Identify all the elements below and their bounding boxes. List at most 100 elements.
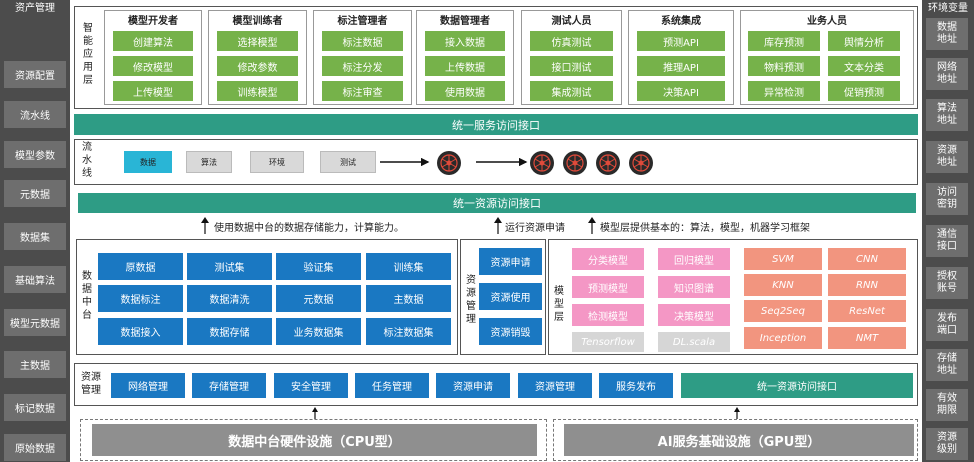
unified-resource-interface-bottom: 统一资源访问接口 [681, 373, 913, 398]
unified-service-interface: 统一服务访问接口 [74, 114, 918, 135]
role-action: 舆情分析 [828, 31, 900, 51]
data-center-item: 测试集 [187, 253, 272, 280]
cpu-infrastructure: 数据中台硬件设施（CPU型） [92, 424, 537, 456]
role-action: 预测API [637, 31, 725, 51]
role-action: 上传模型 [113, 81, 193, 101]
resource-mgmt-label: 资 源 管 理 [466, 275, 476, 325]
resource-row-item: 服务发布 [599, 373, 673, 398]
framework-item: DL.scala [658, 332, 730, 352]
asset-item: 数据集 [4, 223, 66, 250]
role-action: 标注数据 [322, 31, 403, 51]
pipeline-stage: 环境 [250, 151, 304, 173]
role-action: 促销预测 [828, 81, 900, 101]
role-action: 上传数据 [425, 56, 505, 76]
asset-item: 资源配置 [4, 61, 66, 88]
model-item: 决策模型 [658, 304, 730, 326]
env-variable-item: 发布 端口 [926, 309, 968, 341]
model-item: 知识图谱 [658, 276, 730, 298]
asset-item: 原始数据 [4, 434, 66, 461]
data-center-item: 数据存储 [187, 318, 272, 345]
algorithm-item: NMT [828, 327, 906, 349]
role-action: 文本分类 [828, 56, 900, 76]
resource-row-item: 网络管理 [111, 373, 185, 398]
data-center-item: 标注数据集 [366, 318, 451, 345]
role-title: 系统集成 [661, 16, 701, 27]
resource-mgmt-item: 资源申请 [479, 248, 542, 275]
neural-network-icon [563, 151, 587, 175]
data-center-item: 主数据 [366, 285, 451, 312]
up-arrow-icon [734, 407, 740, 419]
role-action: 使用数据 [425, 81, 505, 101]
role-action: 集成测试 [530, 81, 613, 101]
neural-network-icon [629, 151, 653, 175]
env-variable-item: 数据 地址 [926, 18, 968, 50]
resource-row-label: 资源 管理 [81, 372, 101, 396]
neural-network-icon [596, 151, 620, 175]
gpu-infra-frame [553, 419, 918, 461]
env-variable-item: 通信 接口 [926, 225, 968, 257]
data-center-item: 业务数据集 [276, 318, 361, 345]
role-title: 标注管理者 [337, 16, 388, 27]
unified-resource-interface: 统一资源访问接口 [78, 193, 916, 213]
model-item: 回归模型 [658, 248, 730, 270]
resource-row-item: 任务管理 [355, 373, 429, 398]
algorithm-item: Inception [744, 327, 822, 349]
asset-item: 基础算法 [4, 266, 66, 293]
env-variable-item: 算法 地址 [926, 99, 968, 131]
role-action: 修改模型 [113, 56, 193, 76]
resource-row-item: 资源申请 [436, 373, 510, 398]
note-data-center: 使用数据中台的数据存储能力，计算能力。 [214, 223, 404, 234]
env-variable-item: 网络 地址 [926, 58, 968, 90]
resource-row-item: 存储管理 [192, 373, 266, 398]
pipeline-stage: 算法 [186, 151, 232, 173]
data-center-item: 数据清洗 [187, 285, 272, 312]
model-item: 检测模型 [572, 304, 644, 326]
neural-network-icon [437, 151, 461, 175]
cpu-infra-frame [80, 419, 547, 461]
env-variable-item: 授权 账号 [926, 267, 968, 299]
algorithm-item: Seq2Seq [744, 300, 822, 322]
role-action: 选择模型 [217, 31, 298, 51]
algorithm-item: ResNet [828, 300, 906, 322]
role-action: 接入数据 [425, 31, 505, 51]
role-action: 异常检测 [748, 81, 820, 101]
role-title: 模型训练者 [232, 16, 283, 27]
algorithm-item: CNN [828, 248, 906, 270]
role-action: 标注分发 [322, 56, 403, 76]
pipeline-stage: 数据 [124, 151, 172, 173]
resource-mgmt-item: 资源使用 [479, 283, 542, 310]
pipeline-stage: 测试 [320, 151, 376, 173]
data-center-item: 原数据 [98, 253, 183, 280]
algorithm-item: KNN [744, 274, 822, 296]
data-center-label: 数 据 中 台 [82, 271, 92, 321]
gpu-infrastructure: AI服务基础设施（GPU型） [564, 424, 914, 456]
data-center-item: 训练集 [366, 253, 451, 280]
framework-item: Tensorflow [572, 332, 644, 352]
data-center-item: 验证集 [276, 253, 361, 280]
role-action: 修改参数 [217, 56, 298, 76]
role-title: 测试人员 [551, 16, 592, 27]
data-center-item: 元数据 [276, 285, 361, 312]
asset-item: 主数据 [4, 351, 66, 378]
algorithm-item: SVM [744, 248, 822, 270]
up-arrow-icon [312, 407, 318, 419]
env-variable-item: 存储 地址 [926, 349, 968, 381]
role-action: 创建算法 [113, 31, 193, 51]
env-variable-item: 有效 期限 [926, 389, 968, 421]
env-variable-item: 访问 密钥 [926, 183, 968, 215]
up-arrow-icon [201, 217, 209, 234]
data-center-item: 数据接入 [98, 318, 183, 345]
role-title: 模型开发者 [128, 16, 178, 27]
pipeline-arrows [380, 157, 528, 167]
resource-row-item: 安全管理 [274, 373, 348, 398]
resource-row-item: 资源管理 [518, 373, 592, 398]
role-action: 库存预测 [748, 31, 820, 51]
up-arrow-icon [494, 217, 502, 234]
neural-network-icon [530, 151, 554, 175]
app-layer-label: 智 能 应 用 层 [83, 23, 93, 86]
model-item: 分类模型 [572, 248, 644, 270]
resource-mgmt-item: 资源销毁 [479, 318, 542, 345]
asset-item: 标记数据 [4, 394, 66, 421]
model-item: 预测模型 [572, 276, 644, 298]
role-action: 标注审查 [322, 81, 403, 101]
